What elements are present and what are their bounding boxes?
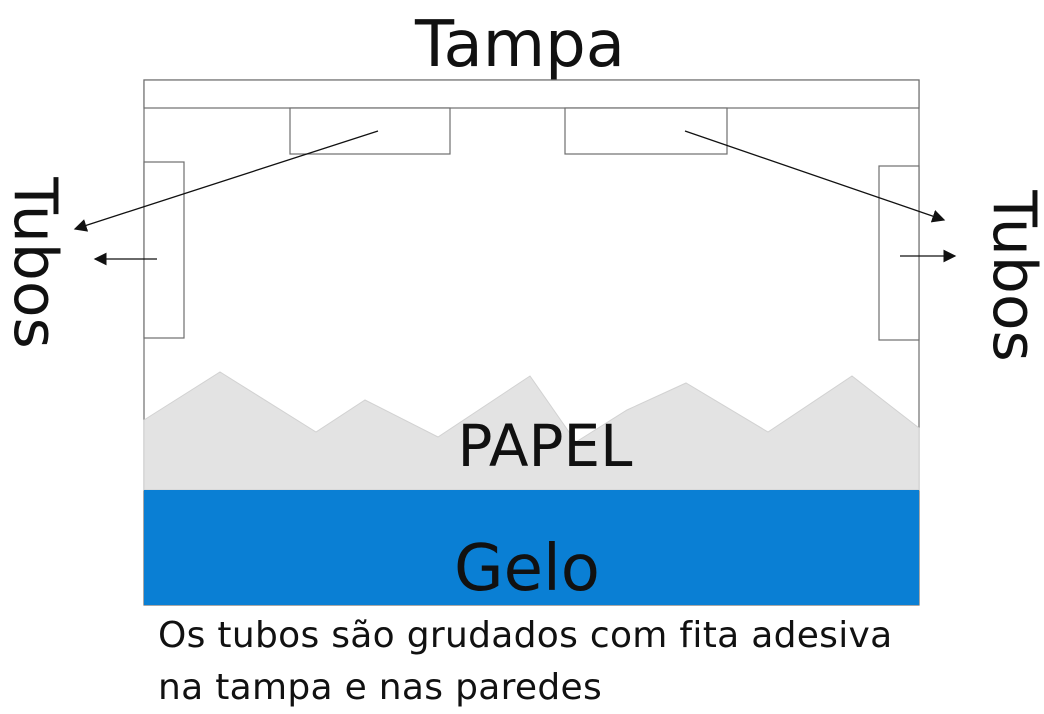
lid-strip <box>143 79 920 109</box>
tube-wall-right <box>878 165 920 341</box>
arrow-top-left-tube <box>73 130 379 232</box>
lid-label: Tampa <box>414 8 625 82</box>
tubes-left-label: Tubos <box>0 176 70 349</box>
ice-label: Gelo <box>454 532 600 606</box>
caption-line-2: na tampa e nas paredes <box>158 667 603 708</box>
caption: Os tubos são grudados com fita adesiva n… <box>158 610 1018 714</box>
tube-wall-left <box>143 161 185 339</box>
paper-label: PAPEL <box>458 412 633 480</box>
tube-top-left <box>289 107 451 155</box>
caption-line-1: Os tubos são grudados com fita adesiva <box>158 615 893 656</box>
ice-layer <box>144 490 919 605</box>
tubes-right-label: Tubos <box>979 189 1044 362</box>
tube-top-right <box>564 107 728 155</box>
arrow-top-right-tube <box>684 130 946 223</box>
paper-layer <box>143 371 920 491</box>
